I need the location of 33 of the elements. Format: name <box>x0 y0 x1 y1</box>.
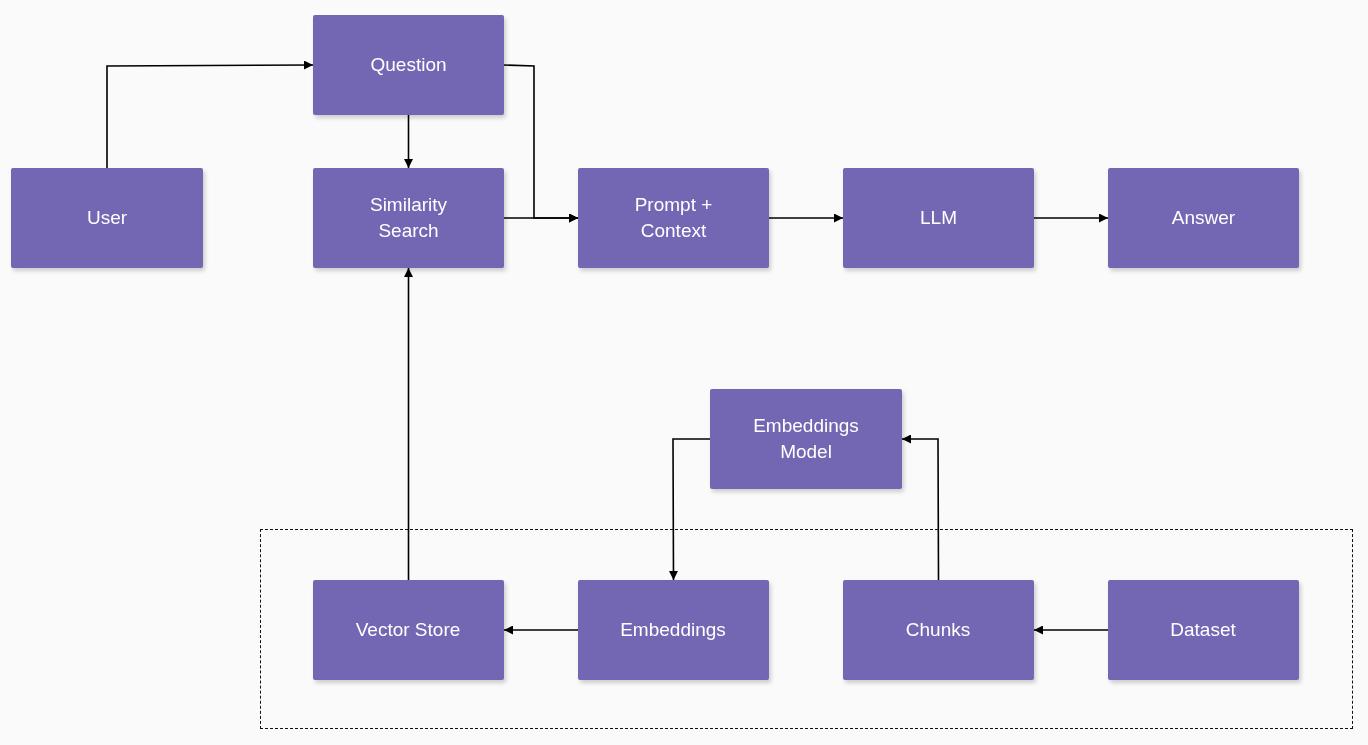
box-label: Chunks <box>905 617 971 642</box>
process-box <box>313 168 504 268</box>
arrow <box>106 60 314 169</box>
arrow <box>404 114 413 169</box>
process-box <box>710 389 902 489</box>
process-box <box>842 579 1034 680</box>
box-label: User <box>86 206 128 230</box>
process-box <box>1107 579 1299 680</box>
arrow <box>901 434 940 581</box>
process-box <box>313 15 504 115</box>
group-frame <box>260 529 1353 729</box>
arrow <box>768 213 844 223</box>
process-box <box>1108 168 1299 268</box>
process-box <box>578 168 769 268</box>
arrow <box>503 213 579 223</box>
box-label: Embeddings <box>620 617 726 642</box>
box-label: Dataset <box>1170 617 1236 642</box>
box-label: Similarity Search <box>368 193 449 243</box>
process-box <box>312 579 504 680</box>
process-box <box>577 579 769 680</box>
process-box <box>843 168 1034 268</box>
arrow <box>1033 213 1109 223</box>
box-label: LLM <box>920 206 957 230</box>
box-label: Embeddings Model <box>752 414 860 464</box>
box-label: Question <box>370 53 447 77</box>
process-box <box>11 168 203 268</box>
arrow <box>668 438 711 581</box>
box-label: Answer <box>1171 206 1236 230</box>
box-label: Vector Store <box>355 617 461 642</box>
box-label: Prompt + Context <box>633 193 714 243</box>
arrow <box>404 267 413 581</box>
arrow <box>1033 625 1109 635</box>
arrow <box>503 625 579 635</box>
